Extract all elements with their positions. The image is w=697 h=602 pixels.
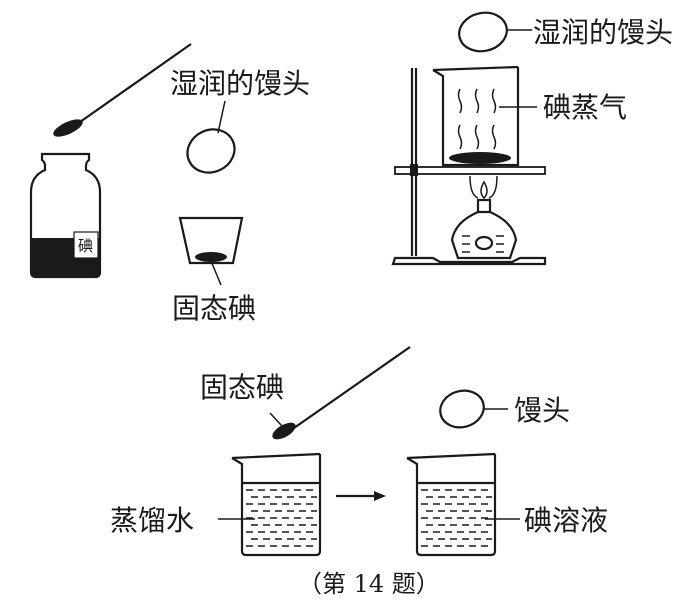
- solid-iodine-leader-line: [210, 260, 222, 286]
- moist-bread-label-2: 湿润的馒头: [533, 16, 673, 49]
- evaporating-dish: [178, 216, 244, 265]
- moist-bread-2: [458, 11, 508, 53]
- bread-leader-line: [217, 100, 226, 134]
- bread: [439, 389, 485, 429]
- iodine-bottle-panel: 碘: [29, 43, 192, 279]
- iron-stand-base: [391, 256, 547, 266]
- bread-label: 馒头: [514, 394, 570, 427]
- iodine-solution-label: 碘溶液: [524, 504, 608, 537]
- moist-bread: [186, 128, 236, 174]
- clamp-boss: [410, 164, 418, 176]
- distilled-water-label: 蒸馏水: [110, 504, 194, 537]
- beaker-distilled-water: [231, 454, 322, 557]
- heating-panel: 湿润的馒头 碘蒸气: [391, 11, 673, 266]
- beaker-iodine-solution: [406, 454, 497, 557]
- lamp-wick: [474, 235, 494, 251]
- solid-iodine-in-dish: [195, 252, 227, 262]
- flame-icon: [480, 180, 488, 200]
- beaker-heated: [432, 67, 520, 167]
- lamp-wick-holder: [476, 198, 492, 214]
- bottle-label-box: [73, 231, 99, 259]
- iodine-vapor-lines: [457, 88, 497, 150]
- iodine-in-beaker: [449, 152, 511, 164]
- iodine-solution: [421, 489, 492, 547]
- arrow-head-icon: [374, 491, 386, 501]
- flame-outer: [469, 175, 498, 199]
- iodine-on-spoon: [53, 119, 83, 137]
- alcohol-lamp: [450, 210, 518, 260]
- moist-bread-label-1: 湿润的馒头: [170, 67, 310, 100]
- ring-clamp: [394, 166, 546, 175]
- distilled-water: [246, 489, 317, 547]
- spoon-handle-2: [293, 346, 411, 429]
- bread-dish-panel: 湿润的馒头 固态碘: [170, 67, 310, 325]
- iodine-on-spoon-2: [272, 422, 296, 440]
- bottle-label: 碘: [78, 237, 93, 255]
- spoon-handle: [79, 43, 192, 123]
- iodine-vapor-label: 碘蒸气: [543, 91, 627, 124]
- solid-iodine-label-2: 固态碘: [200, 371, 284, 404]
- solid-iodine-label-1: 固态碘: [172, 292, 256, 325]
- solution-panel: 固态碘 蒸馏水 馒头 碘溶液: [110, 346, 608, 557]
- figure-caption: （第 14 题）: [298, 570, 440, 598]
